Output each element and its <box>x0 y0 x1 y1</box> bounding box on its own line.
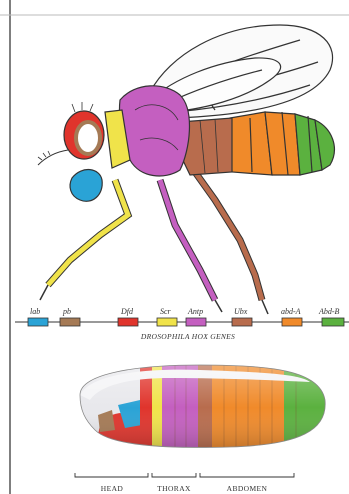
gene-label-dfd: Dfd <box>120 307 134 316</box>
gene-label-abd-b: Abd-B <box>318 307 340 316</box>
gene-box-abd-b <box>322 318 344 326</box>
gene-box-dfd <box>118 318 138 326</box>
region-label-abdomen: ABDOMEN <box>227 484 268 493</box>
region-label-head: HEAD <box>101 484 124 493</box>
region-label-thorax: THORAX <box>157 484 191 493</box>
gene-box-scr <box>157 318 177 326</box>
gene-label-lab: lab <box>30 307 40 316</box>
gene-label-ubx: Ubx <box>234 307 248 316</box>
gene-label-abd-a: abd-A <box>281 307 301 316</box>
gene-box-pb <box>60 318 80 326</box>
gene-box-lab <box>28 318 48 326</box>
fly-proboscis <box>70 170 102 202</box>
gene-box-ubx <box>232 318 252 326</box>
gene-label-pb: pb <box>62 307 71 316</box>
gene-caption: DROSOPHILA HOX GENES <box>140 332 235 341</box>
gene-box-abd-a <box>282 318 302 326</box>
gene-label-scr: Scr <box>160 307 172 316</box>
fly-abdomen <box>230 112 334 175</box>
gene-label-antp: Antp <box>187 307 203 316</box>
gene-box-antp <box>186 318 206 326</box>
